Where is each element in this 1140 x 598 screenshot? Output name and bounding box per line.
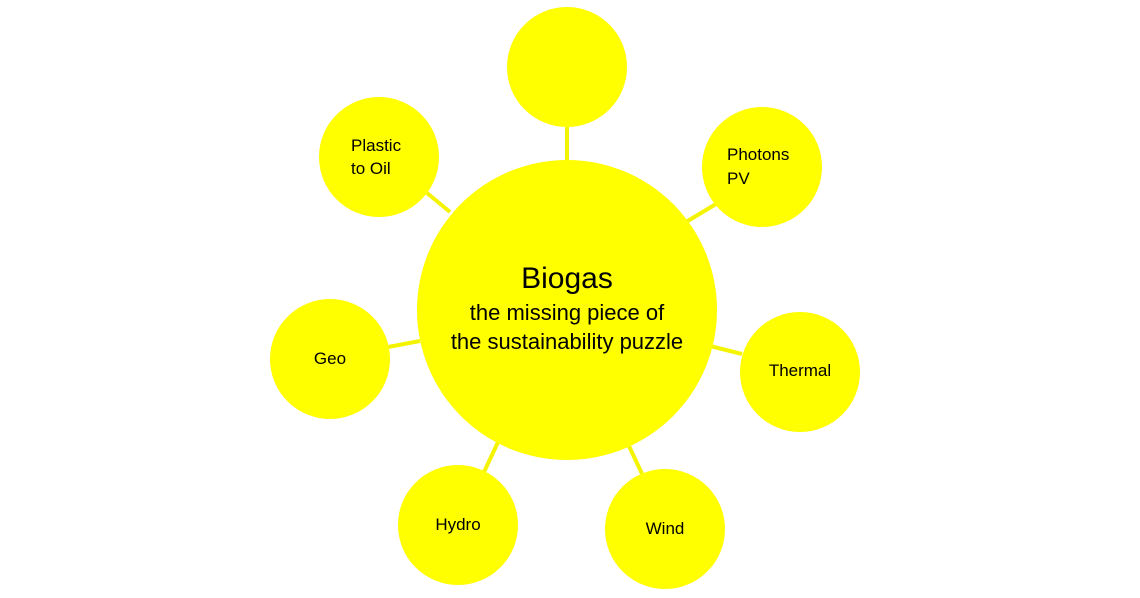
node-geo-label: Geo [314,349,346,368]
node-top [507,7,627,127]
node-plastic-to-oil: Plastic to Oil [319,97,439,217]
node-thermal-circle [740,312,860,432]
node-plastic-to-oil-label-line1: Plastic [351,136,402,155]
connector-geo [387,339,421,349]
node-hydro-circle [398,465,518,585]
node-wind: Wind [605,469,725,589]
node-hydro-label: Hydro [435,515,480,534]
center-hub-circle [417,160,717,460]
connector-hydro [482,439,501,473]
center-subtitle-line2: the sustainability puzzle [451,329,683,354]
node-thermal-label: Thermal [769,361,831,380]
node-wind-label: Wind [646,519,685,538]
node-plastic-to-oil-label-line2: to Oil [351,159,391,178]
connector-plastic-to-oil [425,191,452,214]
node-plastic-to-oil-circle [319,97,439,217]
connector-photons-pv [684,202,718,224]
node-thermal: Thermal [740,312,860,432]
connector-wind [626,443,646,479]
center-subtitle-line1: the missing piece of [470,300,665,325]
node-photons-pv-label-line2: PV [727,169,750,188]
node-top-circle [507,7,627,127]
node-geo: Geo [270,299,390,419]
node-photons-pv: Photons PV [702,107,822,227]
center-hub: Biogas the missing piece of the sustaina… [417,160,717,460]
node-geo-circle [270,299,390,419]
connector-thermal [709,344,743,356]
node-photons-pv-circle [702,107,822,227]
node-wind-circle [605,469,725,589]
center-title: Biogas [521,262,613,295]
node-photons-pv-label-line1: Photons [727,145,789,164]
node-hydro: Hydro [398,465,518,585]
connectors [387,127,743,479]
